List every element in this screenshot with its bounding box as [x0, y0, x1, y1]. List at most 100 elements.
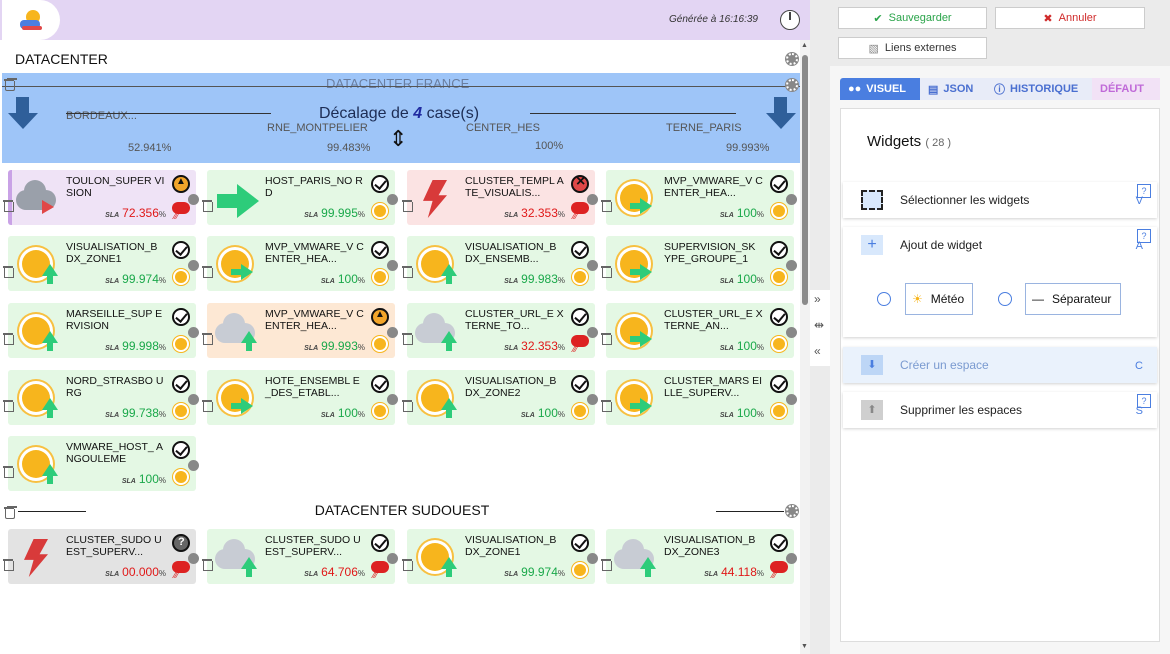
meteo-radio[interactable]: [877, 292, 891, 306]
trash-icon[interactable]: [4, 78, 15, 91]
trash-icon[interactable]: [3, 265, 14, 278]
trash-icon[interactable]: [202, 265, 213, 278]
gear-icon[interactable]: [188, 327, 199, 338]
panel-splitter[interactable]: » ⇹ «: [810, 290, 830, 366]
dashboard-scrollbar[interactable]: ▲ ▼: [800, 40, 810, 654]
trash-icon[interactable]: [601, 558, 612, 571]
section-settings-icon[interactable]: [786, 53, 798, 65]
gear-icon[interactable]: [587, 327, 598, 338]
trash-icon[interactable]: [202, 199, 213, 212]
trash-icon[interactable]: [402, 199, 413, 212]
trash-icon[interactable]: [3, 399, 14, 412]
settings-icon[interactable]: [786, 505, 798, 517]
trash-icon[interactable]: [601, 399, 612, 412]
trash-icon[interactable]: [4, 506, 15, 519]
scroll-down-icon[interactable]: ▼: [801, 643, 808, 650]
tab-json[interactable]: ▤JSON: [920, 78, 986, 100]
gear-icon[interactable]: [188, 194, 199, 205]
external-links-button[interactable]: ▧Liens externes: [838, 37, 987, 59]
resize-vertical-icon[interactable]: ⇕: [389, 126, 408, 151]
help-icon[interactable]: ?: [1137, 394, 1151, 408]
gear-icon[interactable]: [587, 394, 598, 405]
gear-icon[interactable]: [188, 260, 199, 271]
gear-icon[interactable]: [587, 553, 598, 564]
gear-icon[interactable]: [587, 260, 598, 271]
separateur-radio[interactable]: [998, 292, 1012, 306]
trash-icon[interactable]: [3, 332, 14, 345]
resize-horizontal-icon[interactable]: ⇹: [814, 318, 825, 332]
gear-icon[interactable]: [387, 553, 398, 564]
gear-icon[interactable]: [387, 260, 398, 271]
gear-icon[interactable]: [188, 394, 199, 405]
trash-icon[interactable]: [3, 199, 14, 212]
weather-widget[interactable]: TOULON_SUPER VISIONSLA72.356%: [8, 170, 196, 225]
cancel-button[interactable]: ✖Annuler: [995, 7, 1145, 29]
gear-icon[interactable]: [188, 460, 199, 471]
separateur-option[interactable]: —Séparateur: [1025, 283, 1121, 315]
gear-icon[interactable]: [786, 394, 797, 405]
scroll-thumb[interactable]: [802, 55, 808, 305]
delete-spaces-tool[interactable]: ⬆ Supprimer les espaces S ?: [843, 392, 1157, 428]
trash-icon[interactable]: [601, 265, 612, 278]
scroll-up-icon[interactable]: ▲: [801, 42, 808, 49]
gear-icon[interactable]: [587, 194, 598, 205]
trash-icon[interactable]: [402, 558, 413, 571]
save-button[interactable]: ✔Sauvegarder: [838, 7, 987, 29]
tab-defaut[interactable]: DÉFAUT: [1092, 78, 1160, 100]
collapse-left-icon[interactable]: «: [814, 344, 821, 358]
select-widgets-tool[interactable]: Sélectionner les widgets V ?: [843, 182, 1157, 218]
gear-icon[interactable]: [786, 194, 797, 205]
meteo-option[interactable]: ☀Météo: [905, 283, 973, 315]
help-icon[interactable]: ?: [1137, 184, 1151, 198]
trash-icon[interactable]: [202, 332, 213, 345]
trash-icon[interactable]: [3, 558, 14, 571]
create-space-tool[interactable]: ⬇ Créer un espace C: [843, 347, 1157, 383]
trash-icon[interactable]: [601, 332, 612, 345]
clock-icon[interactable]: [780, 10, 800, 30]
tab-visuel[interactable]: ●●VISUEL: [840, 78, 920, 100]
trash-icon[interactable]: [202, 399, 213, 412]
gear-icon[interactable]: [387, 394, 398, 405]
collapse-right-icon[interactable]: »: [814, 292, 821, 306]
trash-icon[interactable]: [402, 399, 413, 412]
gear-icon[interactable]: [387, 194, 398, 205]
gear-icon[interactable]: [786, 553, 797, 564]
widget-name: MVP_VMWARE_V CENTER_HEA...: [664, 175, 763, 199]
settings-icon[interactable]: [786, 79, 798, 91]
gear-icon[interactable]: [188, 553, 199, 564]
gear-icon[interactable]: [786, 327, 797, 338]
trash-icon[interactable]: [3, 465, 14, 478]
help-icon[interactable]: ?: [1137, 229, 1151, 243]
trash-icon[interactable]: [402, 332, 413, 345]
trash-icon[interactable]: [601, 199, 612, 212]
add-widget-tool[interactable]: + Ajout de widget A ? ☀Météo —Séparateur: [843, 227, 1157, 337]
trash-icon[interactable]: [202, 558, 213, 571]
app-logo[interactable]: [2, 0, 60, 40]
trash-icon[interactable]: [402, 265, 413, 278]
gear-icon[interactable]: [786, 260, 797, 271]
gear-icon[interactable]: [387, 327, 398, 338]
